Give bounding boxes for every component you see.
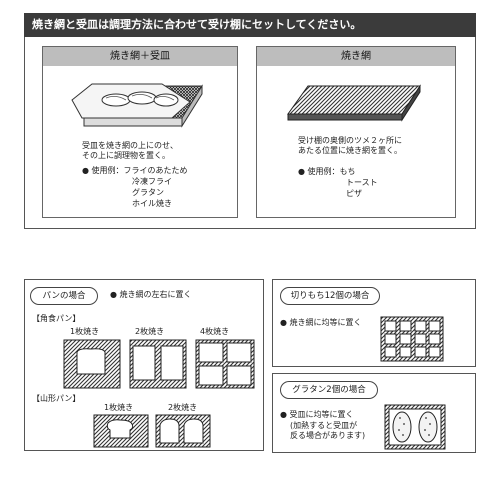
bread-pill: パンの場合: [30, 287, 98, 305]
grill-net-illustration: [287, 84, 421, 122]
gratin-instruction: ● 受皿に均等に置く: [280, 410, 354, 419]
gratin-tray-diagram: [384, 404, 446, 450]
bread-instruction: ● 焼き網の左右に置く: [110, 290, 192, 299]
yama-label: 【山形パン】: [32, 394, 81, 403]
left-card-usage-item: 冷凍フライ: [132, 177, 172, 186]
gratin-pill: グラタン2個の場合: [280, 381, 378, 399]
gratin-note: (加熱すると受皿が 反る場合があります): [290, 421, 366, 440]
kaku-count: 4枚焼き: [200, 327, 230, 336]
left-card-usage-label: ● 使用例：フライのあたため: [82, 166, 188, 175]
kaku-count: 2枚焼き: [135, 327, 165, 336]
yama-count: 2枚焼き: [168, 403, 198, 412]
left-card-description: 受皿を焼き網の上にのせ、 その上に調理物を置く。: [82, 141, 178, 160]
yama-count: 1枚焼き: [104, 403, 134, 412]
yama-bread-diagrams: [93, 414, 211, 448]
mochi-instruction: ● 焼き網に均等に置く: [280, 318, 362, 327]
grill-with-tray-illustration: [71, 83, 203, 128]
right-card-description: 受け棚の奥側のツメ２ヶ所に あたる位置に焼き網を置く。: [298, 136, 402, 155]
left-card-usage-item: ホイル焼き: [132, 199, 172, 208]
page-title: 焼き網と受皿は調理方法に合わせて受け棚にセットしてください。: [24, 13, 476, 37]
right-card-usage-label: ● 使用例：もち: [298, 167, 356, 176]
kaku-count: 1枚焼き: [70, 327, 100, 336]
right-card-usage-item: トースト: [346, 178, 378, 187]
right-card-title: 焼き網: [257, 47, 455, 66]
right-card-usage-item: ピザ: [346, 189, 362, 198]
left-card-title: 焼き網＋受皿: [43, 47, 237, 66]
kaku-label: 【角食パン】: [32, 314, 81, 323]
right-card: 焼き網: [256, 46, 456, 218]
left-card-usage-item: グラタン: [132, 188, 164, 197]
kaku-bread-diagrams: [63, 339, 255, 389]
mochi-pill: 切りもち12個の場合: [280, 287, 380, 305]
left-card: 焼き網＋受皿: [42, 46, 238, 218]
mochi-grid-diagram: [380, 316, 444, 362]
